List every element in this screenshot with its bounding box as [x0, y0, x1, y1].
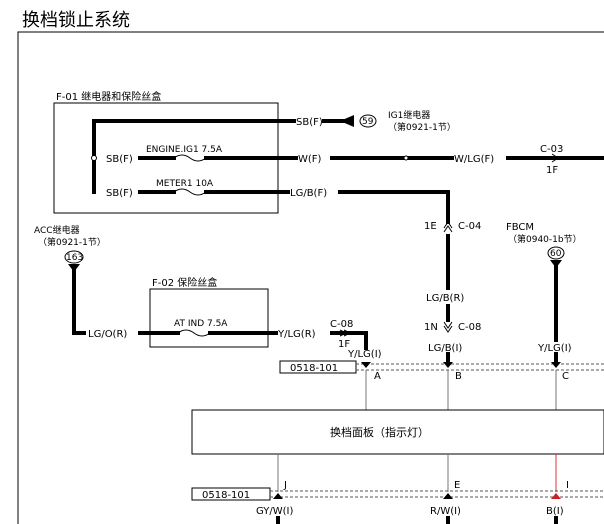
fuse-meter-label: METER1 10A: [156, 179, 214, 189]
pin-i-label: I: [566, 480, 569, 491]
pin-e-icon: [443, 493, 453, 499]
at-ind-wire-below: Y/LG(I): [347, 349, 382, 360]
fuse-box-1-title: F-01 继电器和保险丝盒: [56, 90, 161, 103]
engine-wire-right: W/LG(F): [454, 154, 494, 165]
pin-j-icon: [273, 493, 283, 499]
fbcm-section: （第0940-1b节）: [508, 233, 582, 245]
ig1-ref-number: 59: [362, 117, 374, 127]
c08-at-connector: C-08: [330, 319, 353, 330]
fbcm-ref-number: 60: [550, 249, 562, 259]
fuse-meter-symbol: [173, 188, 207, 196]
connector-top-id: 0518-101: [290, 363, 338, 374]
ig1-relay-name: IG1继电器: [388, 109, 430, 121]
fbcm-wire-label: Y/LG(I): [537, 343, 572, 354]
fuse-engine-label: ENGINE.IG1 7.5A: [146, 145, 223, 155]
c03-connector: C-03: [540, 144, 563, 155]
c04-connector: C-04: [458, 221, 481, 232]
sb-label-engine: SB(F): [106, 154, 133, 165]
pin-b-icon: [443, 362, 453, 368]
pin-j-label: J: [283, 480, 287, 491]
c08-at-pin: 1F: [338, 339, 350, 350]
connector-bottom-id-box: [191, 487, 271, 501]
engine-wire-left: W(F): [298, 154, 322, 165]
pin-c-label: C: [562, 371, 569, 382]
connector-top-id-box: [279, 360, 357, 374]
shift-panel-label: 换档面板（指示灯）: [330, 425, 429, 439]
diagram-frame: [17, 31, 604, 524]
wire-at-ind-right: [330, 331, 368, 350]
at-ind-wire-label: Y/LG(R): [277, 329, 316, 340]
mid-wire-top: LG/B(R): [426, 293, 464, 304]
acc-wire-label: LG/O(R): [88, 329, 127, 340]
wire-j-label: GY/W(I): [256, 506, 293, 517]
wire-acc-down: [72, 268, 86, 335]
shift-panel-box: [191, 409, 604, 455]
pin-i-icon: [551, 493, 561, 499]
connector-bottom-id: 0518-101: [202, 490, 250, 501]
fuse-at-ind-symbol: [177, 329, 211, 337]
c08-mid-connector: C-08: [458, 322, 481, 333]
meter-wire-label: LG/B(F): [290, 188, 327, 199]
wire-e-label: R/W(I): [430, 506, 461, 517]
wire-meter-out: [338, 190, 450, 224]
acc-relay-section: （第0921-1节）: [38, 236, 106, 248]
wire-i-label: B(I): [546, 506, 564, 517]
fuse-box-2-title: F-02 保险丝盒: [152, 276, 217, 289]
c08-mid-connector-icon: [443, 321, 453, 333]
acc-ref-badge: [64, 250, 84, 264]
engine-splice: [403, 155, 409, 161]
mid-wire-bottom: LG/B(I): [428, 343, 462, 354]
acc-relay-name: ACC继电器: [34, 224, 80, 236]
c04-pin: 1E: [424, 221, 437, 232]
pin-e-label: E: [454, 480, 460, 491]
ig1-arrow-icon: [340, 115, 354, 127]
pin-a-label: A: [374, 371, 381, 382]
acc-ref-number: 163: [66, 253, 83, 263]
pin-c-icon: [551, 362, 561, 368]
pin-b-label: B: [455, 371, 462, 382]
c08-mid-pin: 1N: [424, 322, 438, 333]
page-title: 换档锁止系统: [22, 10, 130, 31]
sb-label-ig1: SB(F): [296, 117, 323, 128]
pin-a-icon: [361, 362, 371, 368]
c03-pin: 1F: [546, 165, 558, 176]
fuse-at-ind-label: AT IND 7.5A: [174, 319, 228, 329]
fbcm-name: FBCM: [506, 222, 534, 233]
fuse-engine-symbol: [173, 154, 207, 162]
c04-connector-icon: [443, 221, 453, 233]
c08-at-connector-icon: [339, 329, 352, 337]
fbcm-ref-badge: [547, 246, 565, 260]
busbar-junction: [91, 155, 97, 161]
ig1-ref-badge: [359, 114, 377, 128]
fuse-box-2-outline: [149, 288, 269, 348]
ig1-relay-section: （第0921-1节）: [388, 121, 456, 133]
sb-label-meter: SB(F): [106, 188, 133, 199]
